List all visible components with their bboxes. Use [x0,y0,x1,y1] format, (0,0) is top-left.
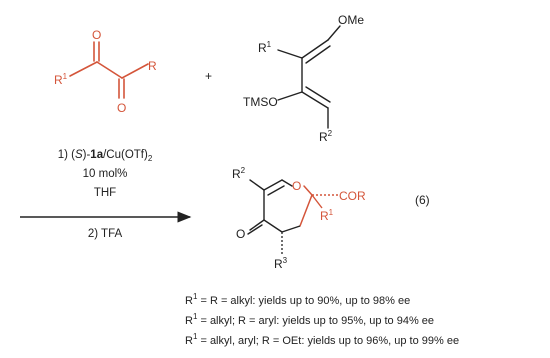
product-ring-orange [299,185,313,227]
product-r3: R3 [274,256,288,271]
product-ring-oxygen: O [292,179,301,193]
diketone-o-bottom: O [117,101,126,115]
diene-tmso: TMSO [243,95,278,109]
result-line-1: R1 = R = alkyl: yields up to 90%, up to … [185,292,410,307]
product-c3-c2-bond [281,225,301,233]
diketone-o-top: O [92,28,101,42]
product-r1: R1 [320,208,334,223]
condition-line-3: THF [94,187,116,199]
product-bond-r1 [311,194,323,209]
product-ring [247,179,293,235]
diene-ome: OMe [338,13,364,27]
product-r2: R2 [232,166,246,181]
diketone-r1: R1 [54,72,68,87]
condition-line-1: 1) (S)-1a/Cu(OTf)2 [58,149,153,163]
diene-r2: R2 [319,129,333,144]
diene-r1: R1 [258,40,272,55]
equation-number: (6) [415,193,430,207]
condition-line-2: 10 mol% [83,168,128,180]
diketone-r: R [148,59,157,73]
reactant-diketone [69,41,149,99]
product-cor: COR [339,189,366,203]
result-line-2: R1 = alkyl; R = aryl: yields up to 95%, … [185,312,434,327]
reactant-diene [277,25,341,129]
result-line-3: R1 = alkyl, aryl; R = OEt: yields up to … [185,332,459,347]
product-ketone-oxygen: O [236,227,245,241]
condition-line-4: 2) TFA [88,228,123,240]
plus-sign: + [205,69,212,83]
